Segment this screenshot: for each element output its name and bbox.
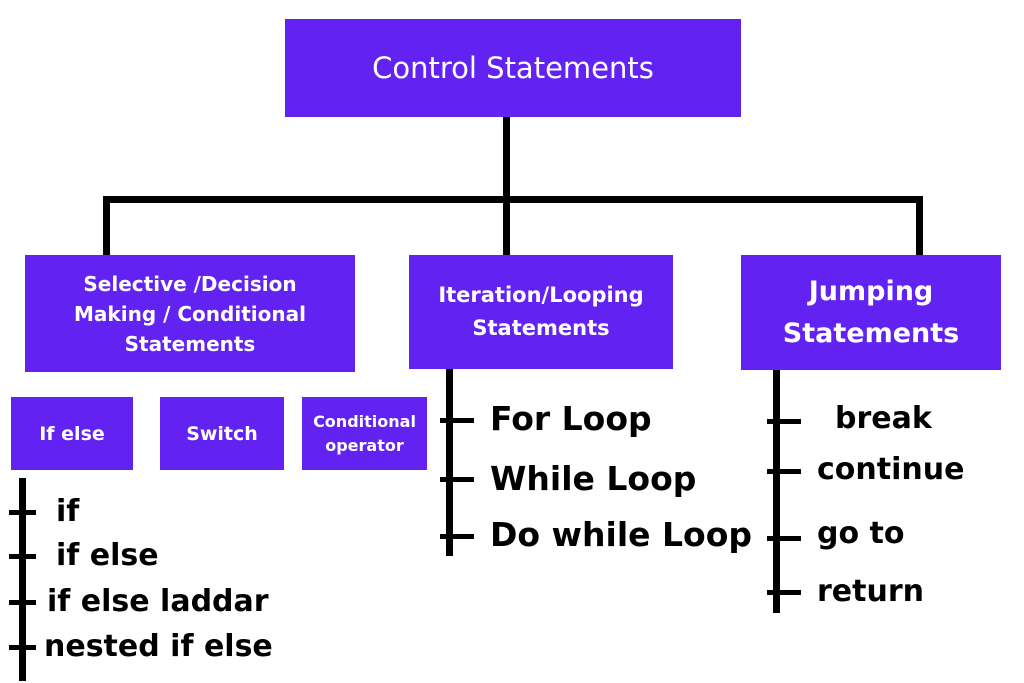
jump-item: return: [817, 574, 924, 609]
jumping-label-line-1: Jumping: [808, 275, 934, 307]
horizontal-bus-line: [103, 196, 923, 203]
if-else-label: If else: [39, 422, 105, 445]
selective-label-line-2: Making / Conditional: [74, 301, 306, 326]
jumping-drop-line: [916, 196, 923, 256]
loop-item: Do while Loop: [490, 515, 753, 554]
if-else-item: if else laddar: [47, 584, 269, 619]
return-tick: [767, 590, 801, 595]
selective-decision-box: Selective /Decision Making / Conditional…: [25, 255, 355, 372]
control-statements-label: Control Statements: [372, 51, 654, 85]
go-to-tick: [767, 536, 801, 541]
jumping-label-line-2: Statements: [782, 317, 960, 349]
selective-drop-line: [103, 196, 110, 256]
nested-if-else-tick: [9, 645, 36, 650]
jump-item: go to: [817, 516, 905, 551]
if-else-box: If else: [11, 397, 133, 470]
conditional-operator-box: Conditional operator: [302, 397, 427, 470]
continue-tick: [767, 469, 801, 474]
if-else-list-line: [19, 478, 26, 681]
loop-item: While Loop: [490, 459, 697, 498]
jump-item: continue: [817, 452, 965, 487]
break-tick: [767, 419, 801, 424]
selective-label-line-1: Selective /Decision: [83, 271, 297, 296]
if-tick: [9, 510, 36, 515]
jump-item: break: [835, 401, 932, 436]
if-else-item: if else: [56, 538, 159, 573]
if-else-laddar-tick: [9, 600, 36, 605]
control-statements-box: Control Statements: [285, 19, 741, 117]
iteration-label-line-2: Statements: [472, 316, 610, 340]
loop-list-line: [446, 369, 453, 556]
if-else-item: if: [56, 494, 80, 529]
if-else-tick: [9, 554, 36, 559]
while-loop-tick: [440, 477, 474, 482]
loop-item: For Loop: [490, 399, 652, 438]
for-loop-tick: [440, 418, 474, 423]
if-else-item: nested if else: [44, 629, 273, 664]
do-while-loop-tick: [440, 534, 474, 539]
conditional-operator-line-1: Conditional: [313, 411, 416, 431]
switch-box: Switch: [160, 397, 284, 470]
selective-label-line-3: Statements: [124, 331, 256, 356]
jump-list-line: [773, 370, 780, 613]
conditional-operator-line-2: operator: [325, 435, 404, 455]
root-stem-line: [503, 117, 510, 198]
switch-label: Switch: [186, 422, 258, 445]
iteration-drop-line: [503, 196, 510, 256]
iteration-looping-box: Iteration/Looping Statements: [409, 255, 673, 369]
jumping-statements-box: Jumping Statements: [741, 255, 1001, 370]
iteration-label-line-1: Iteration/Looping: [438, 283, 644, 308]
